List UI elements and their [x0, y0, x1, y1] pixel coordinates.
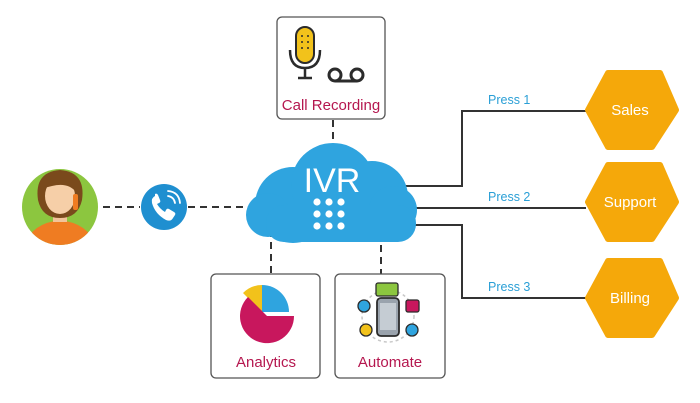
branch-line-1 — [405, 110, 586, 187]
sales-label: Sales — [611, 102, 649, 119]
call-recording-card: Call Recording — [276, 16, 386, 120]
automate-label: Automate — [358, 354, 422, 371]
analytics-card: Analytics — [210, 273, 321, 379]
automate-card: Automate — [334, 273, 446, 379]
voicemail-icon — [327, 67, 365, 83]
call-recording-label: Call Recording — [282, 97, 380, 114]
billing-node: Billing — [585, 258, 679, 338]
branch-line-3 — [405, 224, 586, 299]
support-node: Support — [585, 162, 679, 242]
sales-node: Sales — [585, 70, 679, 150]
caller-avatar — [22, 169, 98, 245]
billing-label: Billing — [610, 290, 650, 307]
keypad-icon — [313, 198, 345, 230]
branch-lines — [405, 110, 586, 299]
automation-icon — [357, 282, 420, 343]
analytics-label: Analytics — [236, 354, 296, 371]
press-1-label: Press 1 — [488, 93, 530, 107]
phone-icon — [141, 184, 187, 230]
pie-chart-icon — [240, 285, 295, 344]
press-2-label: Press 2 — [488, 190, 530, 204]
support-label: Support — [604, 194, 657, 211]
press-3-label: Press 3 — [488, 280, 530, 294]
ivr-label: IVR — [304, 162, 361, 200]
microphone-icon — [288, 26, 322, 80]
ivr-cloud — [246, 143, 417, 243]
